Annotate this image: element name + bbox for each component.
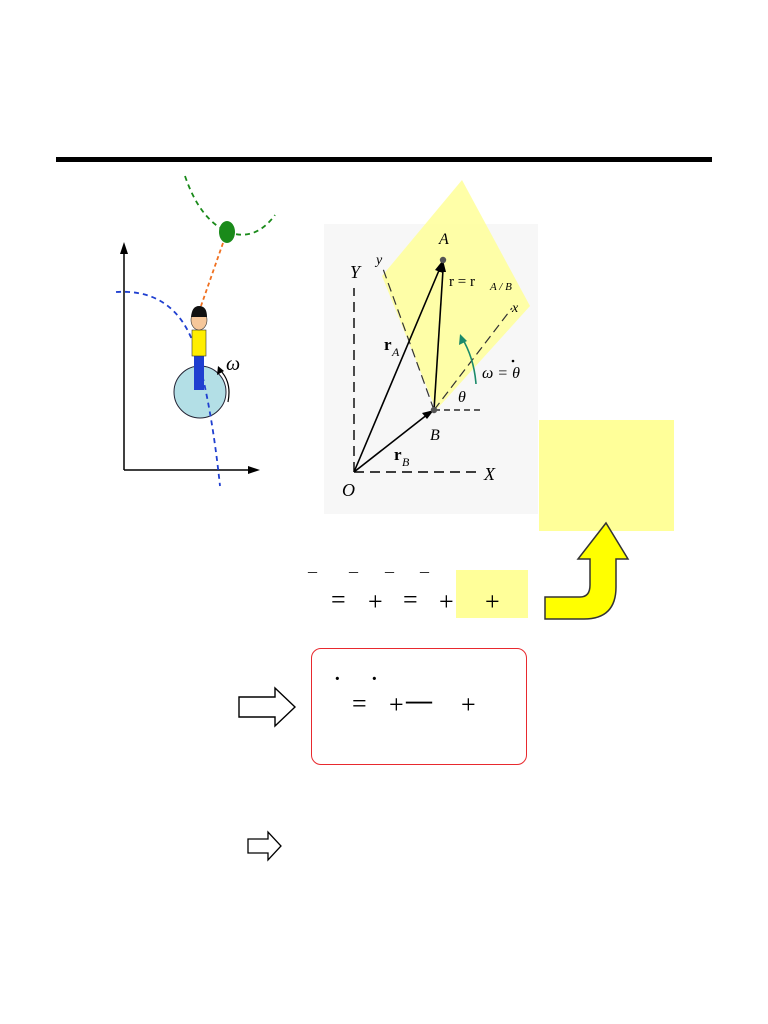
yellow-callout-box: [539, 420, 674, 531]
curved-up-arrow-shape: [544, 521, 630, 620]
title-rule: [56, 157, 712, 162]
omega-green-arrowhead: [459, 334, 467, 345]
implies-arrow-2: [247, 830, 282, 862]
vector-r: [433, 269, 444, 411]
label-rB: r: [394, 445, 402, 464]
green-ball: [219, 221, 235, 243]
rotating-y-axis: [381, 265, 435, 411]
eq1-plus-3: +: [485, 587, 500, 616]
vector-rA: [353, 267, 441, 473]
person-torso: [191, 329, 207, 357]
orange-link: [200, 242, 224, 307]
point-B: [430, 406, 438, 414]
left-x-arrowhead: [248, 466, 260, 474]
vector-r-head: [438, 260, 446, 272]
label-theta: θ: [458, 389, 466, 406]
vector-rB-head: [422, 410, 434, 419]
omega-arrowhead: [217, 366, 224, 375]
equation2: · = · + — +: [334, 668, 476, 718]
vector-rB: [353, 413, 429, 473]
theta-dot: [511, 359, 515, 363]
implies-arrow-2-shape: [247, 830, 282, 862]
point-A: [439, 256, 447, 264]
label-X: X: [483, 464, 496, 484]
person-legs: [194, 356, 204, 390]
yellow-rotating-plane: [382, 180, 530, 410]
eq2-dot-1: ·: [334, 668, 341, 690]
eq1-equals-1: =: [331, 585, 346, 614]
eq2-equals: =: [352, 689, 367, 718]
label-rA-sub: A: [391, 345, 400, 359]
equation1: ¯ = ¯ + ¯ = ¯ + +: [307, 570, 500, 616]
eq2-dot-2: ·: [371, 668, 378, 690]
label-O: O: [342, 480, 355, 500]
eq1-bar-4: ¯: [419, 570, 430, 590]
label-rA: r: [384, 335, 392, 354]
eq1-bar-2: ¯: [348, 570, 359, 590]
eq1-equals-2: =: [403, 585, 418, 614]
left-y-arrowhead: [120, 242, 128, 254]
label-A: A: [438, 231, 449, 248]
label-y: y: [374, 253, 383, 268]
eq2-fraction-bar: —: [405, 686, 433, 715]
equation1-highlight: [456, 570, 528, 618]
curved-up-arrow: [544, 521, 630, 620]
implies-arrow-1: [238, 686, 297, 728]
eq1-plus-1: +: [368, 587, 383, 616]
label-r-sub: A / B: [489, 281, 512, 293]
eq1-bar-1: ¯: [307, 570, 318, 590]
rotating-x-axis: [433, 307, 513, 411]
eq1-bar-3: ¯: [384, 570, 395, 590]
label-x: x: [511, 301, 519, 316]
relative-motion-figure: Y X O y x A B r A r B r = r A / B ω = θ …: [324, 180, 538, 514]
eq2-plus-1: +: [389, 690, 404, 718]
rotating-platform-figure: ω: [115, 175, 276, 487]
label-omega-eq: ω = θ: [482, 365, 520, 382]
label-r-eq: r = r: [449, 274, 475, 290]
eq2-plus-2: +: [461, 690, 476, 718]
blue-path: [115, 290, 221, 487]
eq1-plus-2: +: [439, 587, 454, 616]
person-hair: [191, 306, 207, 317]
omega-label: ω: [226, 353, 240, 375]
implies-arrow-1-shape: [238, 686, 297, 728]
equation2-box: [311, 648, 527, 765]
label-B: B: [430, 427, 440, 444]
label-Y: Y: [350, 262, 362, 282]
label-rB-sub: B: [402, 455, 410, 469]
